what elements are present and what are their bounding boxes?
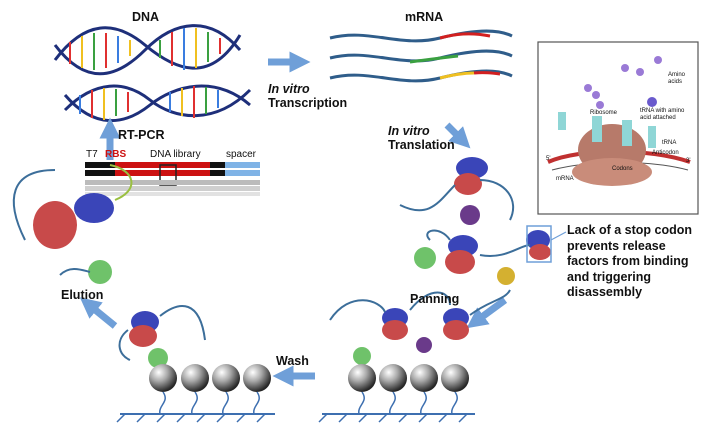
dna-helix-bottom xyxy=(63,84,252,123)
label-dna: DNA xyxy=(132,10,160,24)
bead-surface-left xyxy=(116,364,275,423)
inset-trna-with-aa: tRNA with amino acid attached xyxy=(640,108,685,121)
arrow-elution xyxy=(79,297,118,329)
arrow-panning xyxy=(466,297,508,329)
bead-surface-right xyxy=(318,364,475,423)
label-mrna: mRNA xyxy=(405,10,444,24)
label-in-vitro-transcription: In vitro xyxy=(268,82,310,96)
label-elution: Elution xyxy=(61,288,104,302)
construct-spacer: spacer xyxy=(226,149,257,160)
inset-three-prime: 3' xyxy=(686,158,691,164)
stop-codon-note: Lack of a stop codon prevents release fa… xyxy=(567,223,693,299)
inset-amino-acids: Amino acids xyxy=(668,72,686,85)
label-panning: Panning xyxy=(410,292,460,306)
inset-codons: Codons xyxy=(612,166,633,172)
label-translation: Translation xyxy=(388,138,455,152)
label-in-vitro-translation: In vitro xyxy=(388,124,430,138)
translation-inset xyxy=(537,41,699,215)
inset-trna: tRNA xyxy=(662,140,677,146)
label-rt-pcr: RT-PCR xyxy=(118,128,165,142)
construct-dna-library: DNA library xyxy=(150,149,201,160)
dna-construct xyxy=(85,162,260,196)
ribosome-complex-wash xyxy=(118,305,206,368)
inset-five-prime: 5' xyxy=(546,156,551,162)
dna-helix-top xyxy=(53,24,242,76)
inset-mrna: mRNA xyxy=(556,176,574,182)
inset-anticodon: Anticodon xyxy=(652,150,679,156)
construct-rbs: RBS xyxy=(105,149,127,160)
mrna-strands xyxy=(329,29,513,83)
inset-ribosome: Ribosome xyxy=(590,110,618,116)
arrow-translation xyxy=(444,122,471,149)
process-arrows xyxy=(79,51,508,387)
label-wash: Wash xyxy=(276,354,309,368)
construct-t7: T7 xyxy=(86,149,98,160)
ribosome-complex-left xyxy=(12,164,133,284)
ribosome-complex-panning xyxy=(329,289,511,365)
ribosome-complex-translation xyxy=(399,157,567,285)
label-transcription: Transcription xyxy=(268,96,348,110)
